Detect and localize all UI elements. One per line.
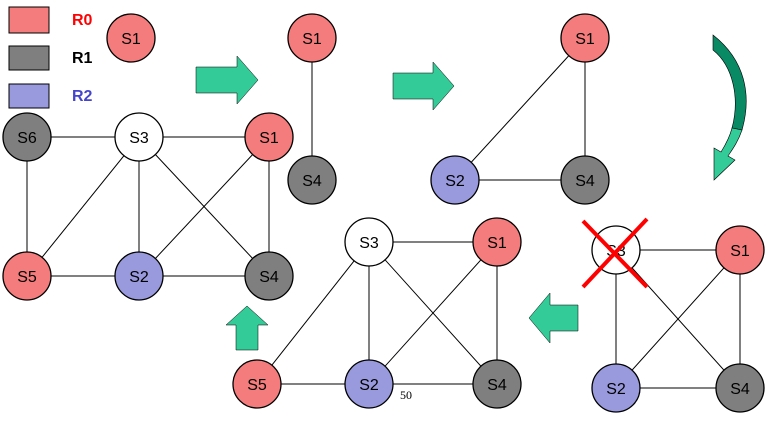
node-label: S3 [359, 235, 379, 252]
node-s4 [472, 359, 522, 409]
node-s2 [344, 359, 394, 409]
node-s4 [244, 251, 294, 301]
curved-arrow-light-part [713, 127, 743, 181]
node-label: S3 [129, 130, 149, 147]
node-label: S1 [121, 31, 141, 48]
node-s1 [560, 13, 610, 63]
node-label: S5 [247, 377, 267, 394]
node-s5 [2, 251, 52, 301]
legend-swatch-r1 [8, 45, 50, 71]
edge [256, 241, 370, 385]
graph-stage-3: S1 S2 S4 [430, 13, 610, 205]
node-label: S5 [17, 269, 37, 286]
node-s3 [114, 112, 164, 162]
legend-item-r2: R2 [8, 83, 93, 109]
node-s5 [232, 359, 282, 409]
legend-swatch-r0 [8, 6, 50, 34]
node-label: S1 [302, 31, 322, 48]
graph-stage-5: S3 S1 S5 S2 S4 [232, 217, 522, 409]
curved-arrow-icon [712, 34, 747, 181]
graph-stage-4: S3 S1 S2 S4 [581, 217, 765, 413]
edge [615, 249, 741, 389]
node-s4 [560, 155, 610, 205]
left-arrow-icon [528, 292, 579, 344]
node-label: S1 [730, 243, 750, 260]
node-s4 [287, 155, 337, 205]
legend-label-r0: R0 [72, 12, 93, 29]
legend-item-r0: R0 [8, 6, 93, 34]
cross-stroke [581, 217, 649, 289]
node-s2 [430, 155, 480, 205]
graph-full-initial: S1 S6 S3 S1 S5 S2 S4 [2, 13, 294, 301]
node-s1-standalone [106, 13, 156, 63]
node-label: S4 [259, 269, 279, 286]
node-s2 [114, 251, 164, 301]
node-label: S1 [487, 235, 507, 252]
node-label: S1 [575, 31, 595, 48]
node-s1 [715, 225, 765, 275]
edge [454, 37, 586, 181]
legend-label-r1: R1 [72, 50, 93, 67]
node-label: S2 [445, 173, 465, 190]
node-label: S2 [129, 269, 149, 286]
edge [26, 136, 140, 277]
cross-icon [581, 217, 649, 289]
node-s6 [2, 112, 52, 162]
edge [368, 241, 498, 385]
right-arrow-icon [195, 55, 259, 105]
curved-arrow-dark-part [712, 34, 747, 131]
up-arrow-icon [225, 305, 269, 351]
page-number: 50 [400, 388, 412, 402]
right-arrow-icon [392, 61, 455, 111]
node-s1 [287, 13, 337, 63]
legend-label-r2: R2 [72, 88, 93, 105]
node-label: S4 [730, 381, 750, 398]
node-label: S4 [575, 173, 595, 190]
legend: R0 R1 R2 [8, 6, 93, 109]
graph-stage-2: S1 S4 [287, 13, 337, 205]
node-s2 [591, 363, 641, 413]
legend-item-r1: R1 [8, 45, 93, 71]
node-s1 [472, 217, 522, 267]
edge [138, 136, 270, 277]
node-label: S1 [259, 130, 279, 147]
node-s4 [715, 363, 765, 413]
legend-swatch-r2 [8, 83, 50, 109]
node-label: S6 [17, 130, 37, 147]
node-label: S2 [359, 377, 379, 394]
node-s3 [344, 217, 394, 267]
node-s1 [244, 112, 294, 162]
node-label: S4 [487, 377, 507, 394]
node-label: S4 [302, 173, 322, 190]
node-label: S2 [606, 381, 626, 398]
